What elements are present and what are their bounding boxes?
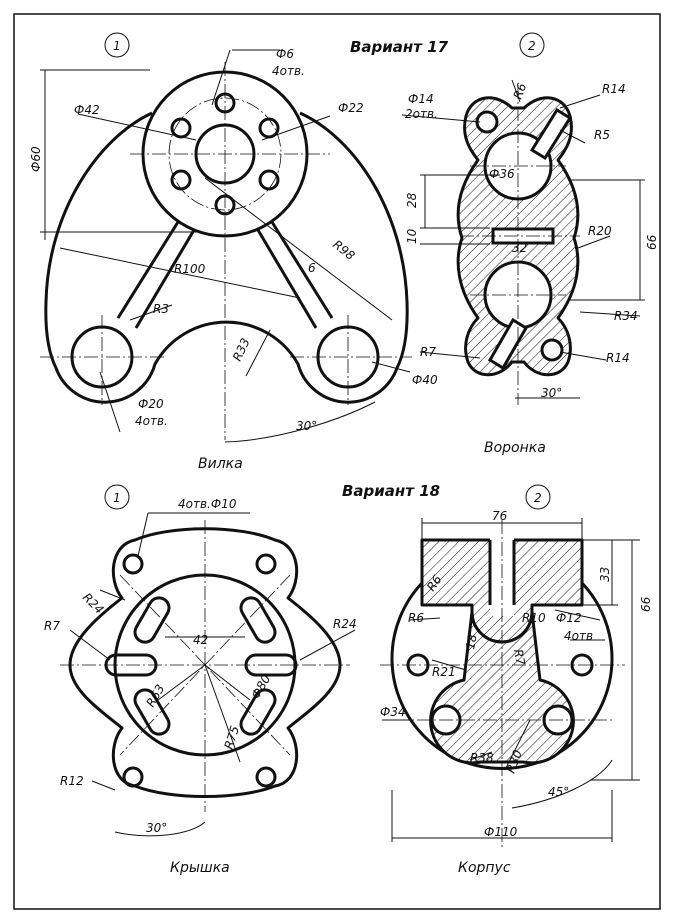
housing-dim-r38: R38 — [470, 751, 494, 765]
funnel-dim-r14b: R14 — [606, 351, 630, 365]
housing-dim-w76: 76 — [492, 509, 508, 523]
fork-dim-d6-note: 4отв. — [272, 64, 305, 78]
fork-dim-d20: Ф20 — [138, 397, 164, 411]
variant17-heading: Вариант 17 — [350, 38, 449, 56]
funnel-dim-h66: 66 — [645, 234, 659, 250]
housing-slot-walls — [488, 540, 516, 605]
fork-dim-d6: Ф6 — [276, 47, 294, 61]
housing-dim-r10: R10 — [522, 611, 546, 625]
cover-holes — [122, 553, 277, 788]
funnel-caption: Воронка — [484, 440, 546, 456]
fork-dimension-lines — [40, 49, 411, 443]
fork-number: 1 — [113, 39, 121, 53]
fork-dim-r3: R3 — [153, 302, 169, 316]
fork-dim-d22: Ф22 — [338, 101, 364, 115]
cover-dim-d10: 4отв.Ф10 — [178, 497, 237, 511]
fork-centerlines — [40, 62, 412, 440]
fork-rib-right — [256, 221, 334, 329]
fork-dim-r98: R98 — [330, 237, 358, 263]
cover-slots — [104, 596, 298, 736]
fork-dim-w6: 6 — [308, 261, 316, 275]
funnel-dim-h10: 10 — [405, 228, 419, 244]
fig-number-circle — [519, 32, 545, 58]
cover-dim-a30: 30° — [146, 821, 167, 835]
housing-drawing: 2 76 33 66 R6 R6 R10 Ф12 4отв 18 R7 R21 … — [380, 484, 653, 876]
sheet-frame — [13, 13, 661, 910]
funnel-hole-bottom — [540, 338, 564, 362]
fork-dim-d40: Ф40 — [412, 373, 438, 387]
housing-dim-h18: 18 — [463, 633, 480, 651]
housing-dim-r6b: R6 — [408, 611, 424, 625]
fig-number-circle — [525, 484, 551, 510]
cover-dim-r12: R12 — [60, 774, 84, 788]
funnel-centerlines — [460, 85, 580, 405]
fig-number-circle — [104, 484, 130, 510]
housing-dim-h66: 66 — [639, 596, 653, 612]
cover-dim-r24b: R24 — [333, 617, 357, 631]
cover-dimension-lines — [69, 512, 356, 837]
funnel-number: 2 — [528, 39, 536, 53]
housing-dim-d34: Ф34 — [380, 705, 406, 719]
housing-number: 2 — [534, 491, 542, 505]
variant18-heading: Вариант 18 — [342, 482, 440, 500]
funnel-dim-a30: 30° — [541, 386, 562, 400]
housing-dim-h33: 33 — [598, 567, 612, 582]
fork-rib-left — [116, 221, 196, 329]
cover-drawing: 1 4отв.Ф10 R24 R24 R7 42 R63 Ф80 R75 — [44, 484, 357, 876]
fig-number-circle — [104, 32, 130, 58]
housing-dimension-lines — [382, 518, 640, 842]
cover-dim-r7: R7 — [44, 619, 60, 633]
cover-caption: Крышка — [170, 860, 230, 876]
funnel-slot-upper — [529, 107, 573, 161]
funnel-dim-r7: R7 — [420, 345, 436, 359]
fork-dim-a30: 30° — [296, 419, 317, 433]
funnel-dim-d14: Ф14 — [408, 92, 434, 106]
funnel-dim-d14-note: 2отв. — [405, 107, 438, 121]
housing-dim-d12: Ф12 — [556, 611, 582, 625]
funnel-dim-r14a: R14 — [602, 82, 626, 96]
fork-caption: Вилка — [198, 456, 243, 472]
fork-dim-d60: Ф60 — [29, 146, 43, 172]
funnel-drawing: 2 R6 R14 Ф14 2отв. R5 Ф36 28 10 32 R20 6… — [401, 32, 659, 456]
funnel-dim-w32: 32 — [512, 241, 527, 255]
cover-dim-w42: 42 — [193, 633, 208, 647]
funnel-dim-r34: R34 — [614, 309, 638, 323]
housing-dim-a45: 45° — [548, 785, 569, 799]
fork-dim-d20-note: 4отв. — [135, 414, 168, 428]
fork-outer-contour — [44, 111, 409, 404]
funnel-dim-h28: 28 — [405, 192, 419, 208]
housing-dim-r7: R7 — [511, 648, 528, 667]
funnel-dim-r6: R6 — [511, 81, 530, 101]
cover-dim-r75: R75 — [222, 724, 243, 751]
housing-caption: Корпус — [458, 860, 511, 876]
funnel-dim-r20: R20 — [588, 224, 612, 238]
fork-dim-r33: R33 — [230, 336, 253, 363]
funnel-dim-r5: R5 — [594, 128, 610, 142]
cover-number: 1 — [113, 491, 121, 505]
fork-dim-r100: R100 — [174, 262, 206, 276]
funnel-dimension-lines — [401, 79, 645, 399]
fork-small-holes — [170, 92, 280, 216]
funnel-slot-lower — [487, 317, 529, 371]
housing-dim-d12-note: 4отв — [564, 629, 593, 643]
fork-drawing: 1 Ф6 4отв. Ф42 Ф22 Ф60 R10 — [29, 32, 438, 472]
cover-outer-contour — [68, 527, 342, 798]
fork-dim-d42: Ф42 — [74, 103, 100, 117]
housing-dim-r21: R21 — [432, 665, 456, 679]
housing-dim-d110: Ф110 — [484, 825, 518, 839]
housing-centerlines — [380, 520, 625, 850]
funnel-dim-d36: Ф36 — [489, 167, 515, 181]
